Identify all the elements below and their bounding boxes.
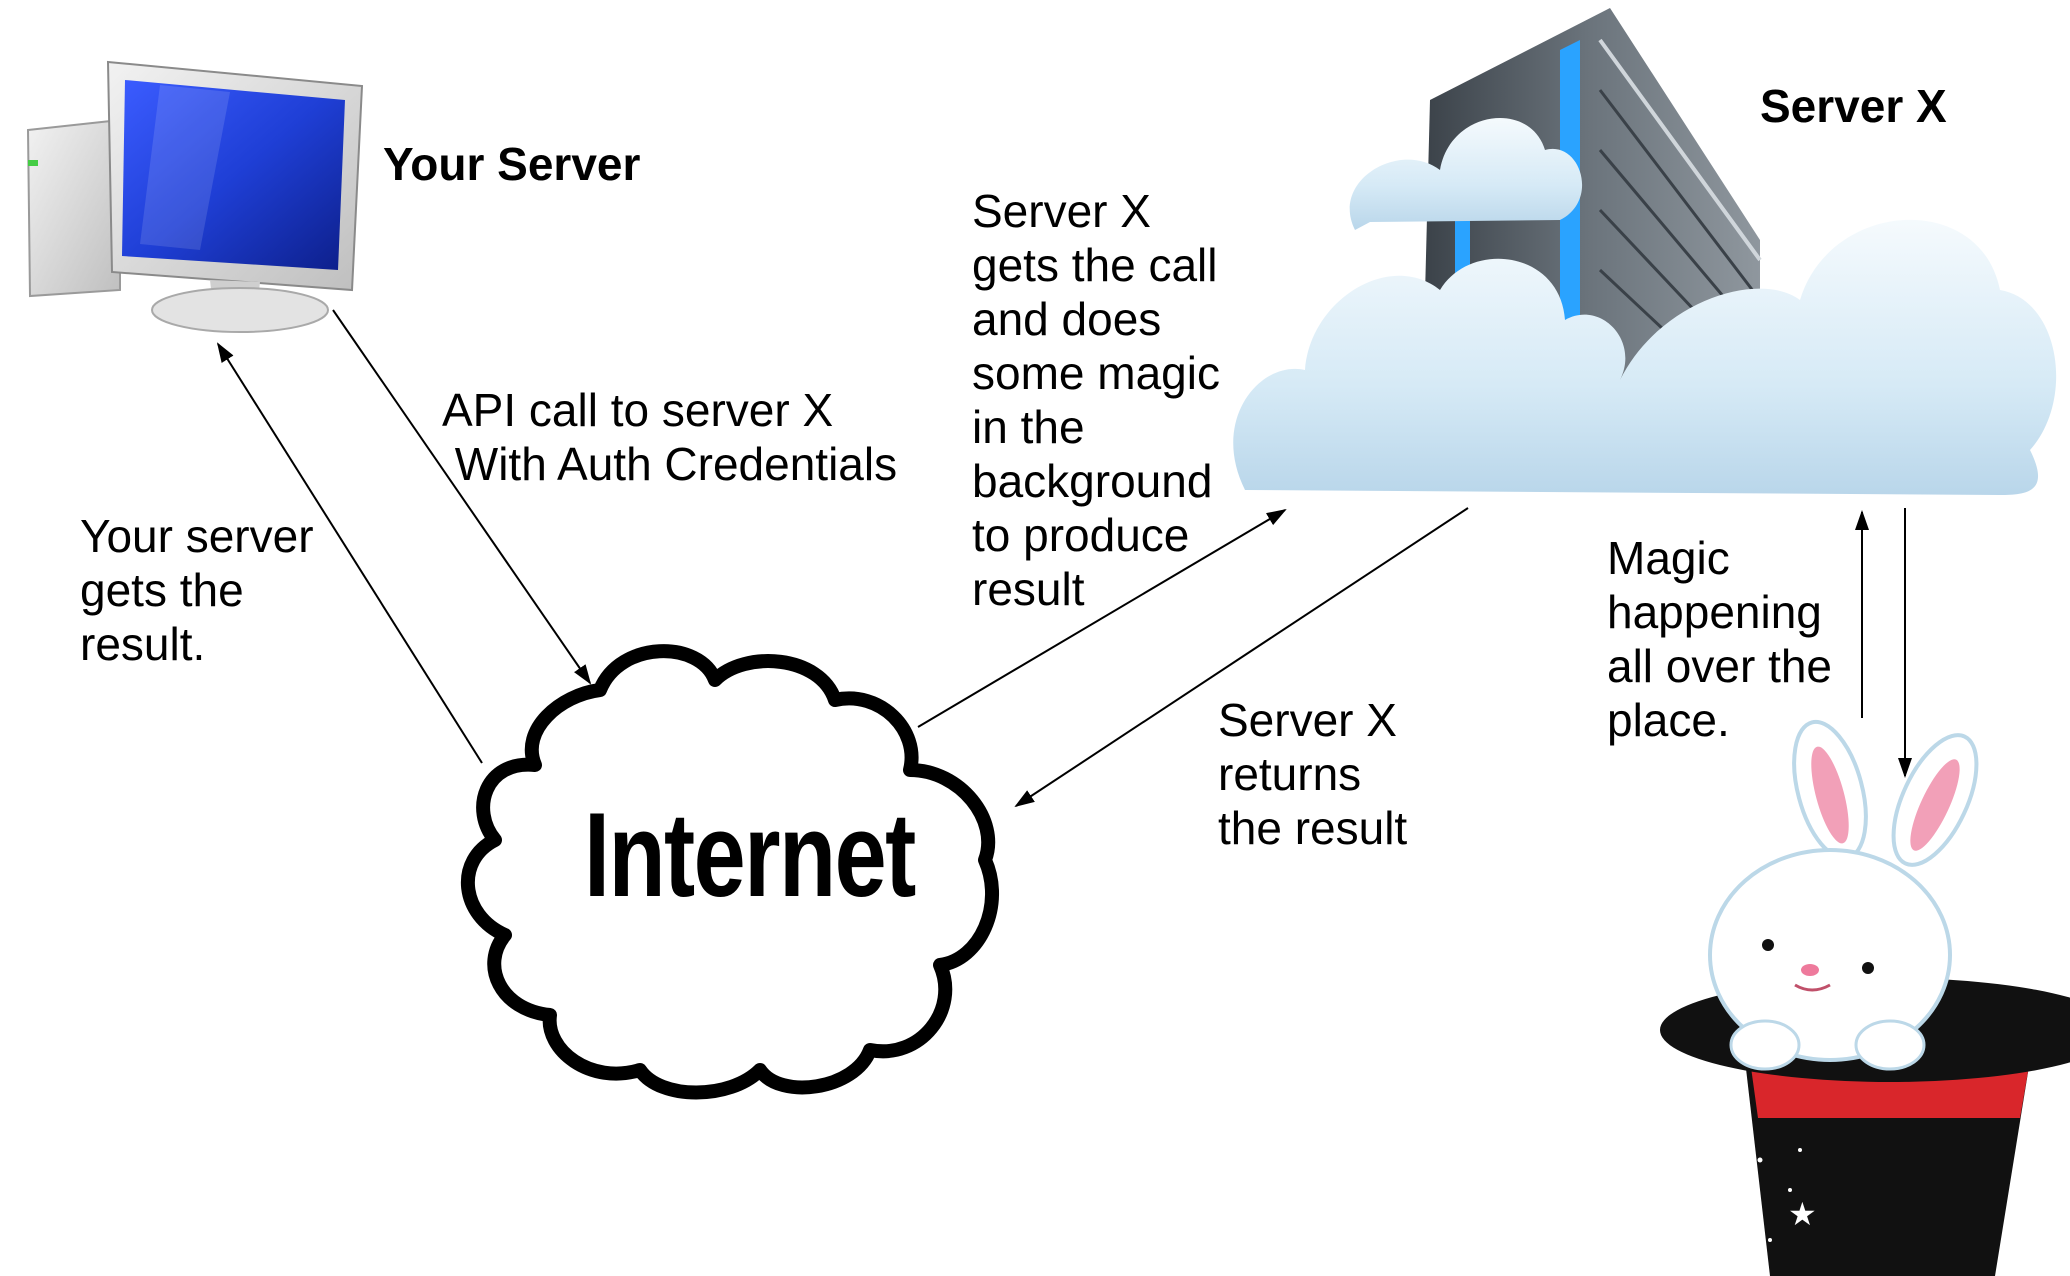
api-call-label: API call to server X With Auth Credentia… bbox=[442, 384, 898, 490]
server-x-title: Server X bbox=[1760, 80, 1947, 132]
arrow-internet-to-your-server bbox=[216, 342, 483, 764]
magic-happening-label: Magic happening all over the place. bbox=[1607, 532, 1833, 746]
arrow-your-server-to-internet bbox=[332, 309, 592, 685]
server-tower-in-clouds-icon bbox=[1233, 8, 2057, 495]
server-returns-label: Server X returns the result bbox=[1218, 694, 1408, 854]
cloud-icon bbox=[460, 644, 1000, 1100]
arrow-server-x-to-internet bbox=[1014, 507, 1469, 808]
arrow-internet-to-server-x bbox=[917, 508, 1287, 728]
your-server-result-label: Your server gets the result. bbox=[80, 510, 314, 670]
svg-text:★: ★ bbox=[1788, 1195, 1817, 1233]
server-gets-call-label: Server X gets the call and does some mag… bbox=[972, 185, 1220, 615]
internet-label: Internet bbox=[584, 788, 916, 922]
your-server-title: Your Server bbox=[383, 138, 641, 190]
rabbit-in-magic-hat-icon: ★ bbox=[1660, 719, 2070, 1276]
desktop-computer-icon bbox=[26, 60, 364, 333]
